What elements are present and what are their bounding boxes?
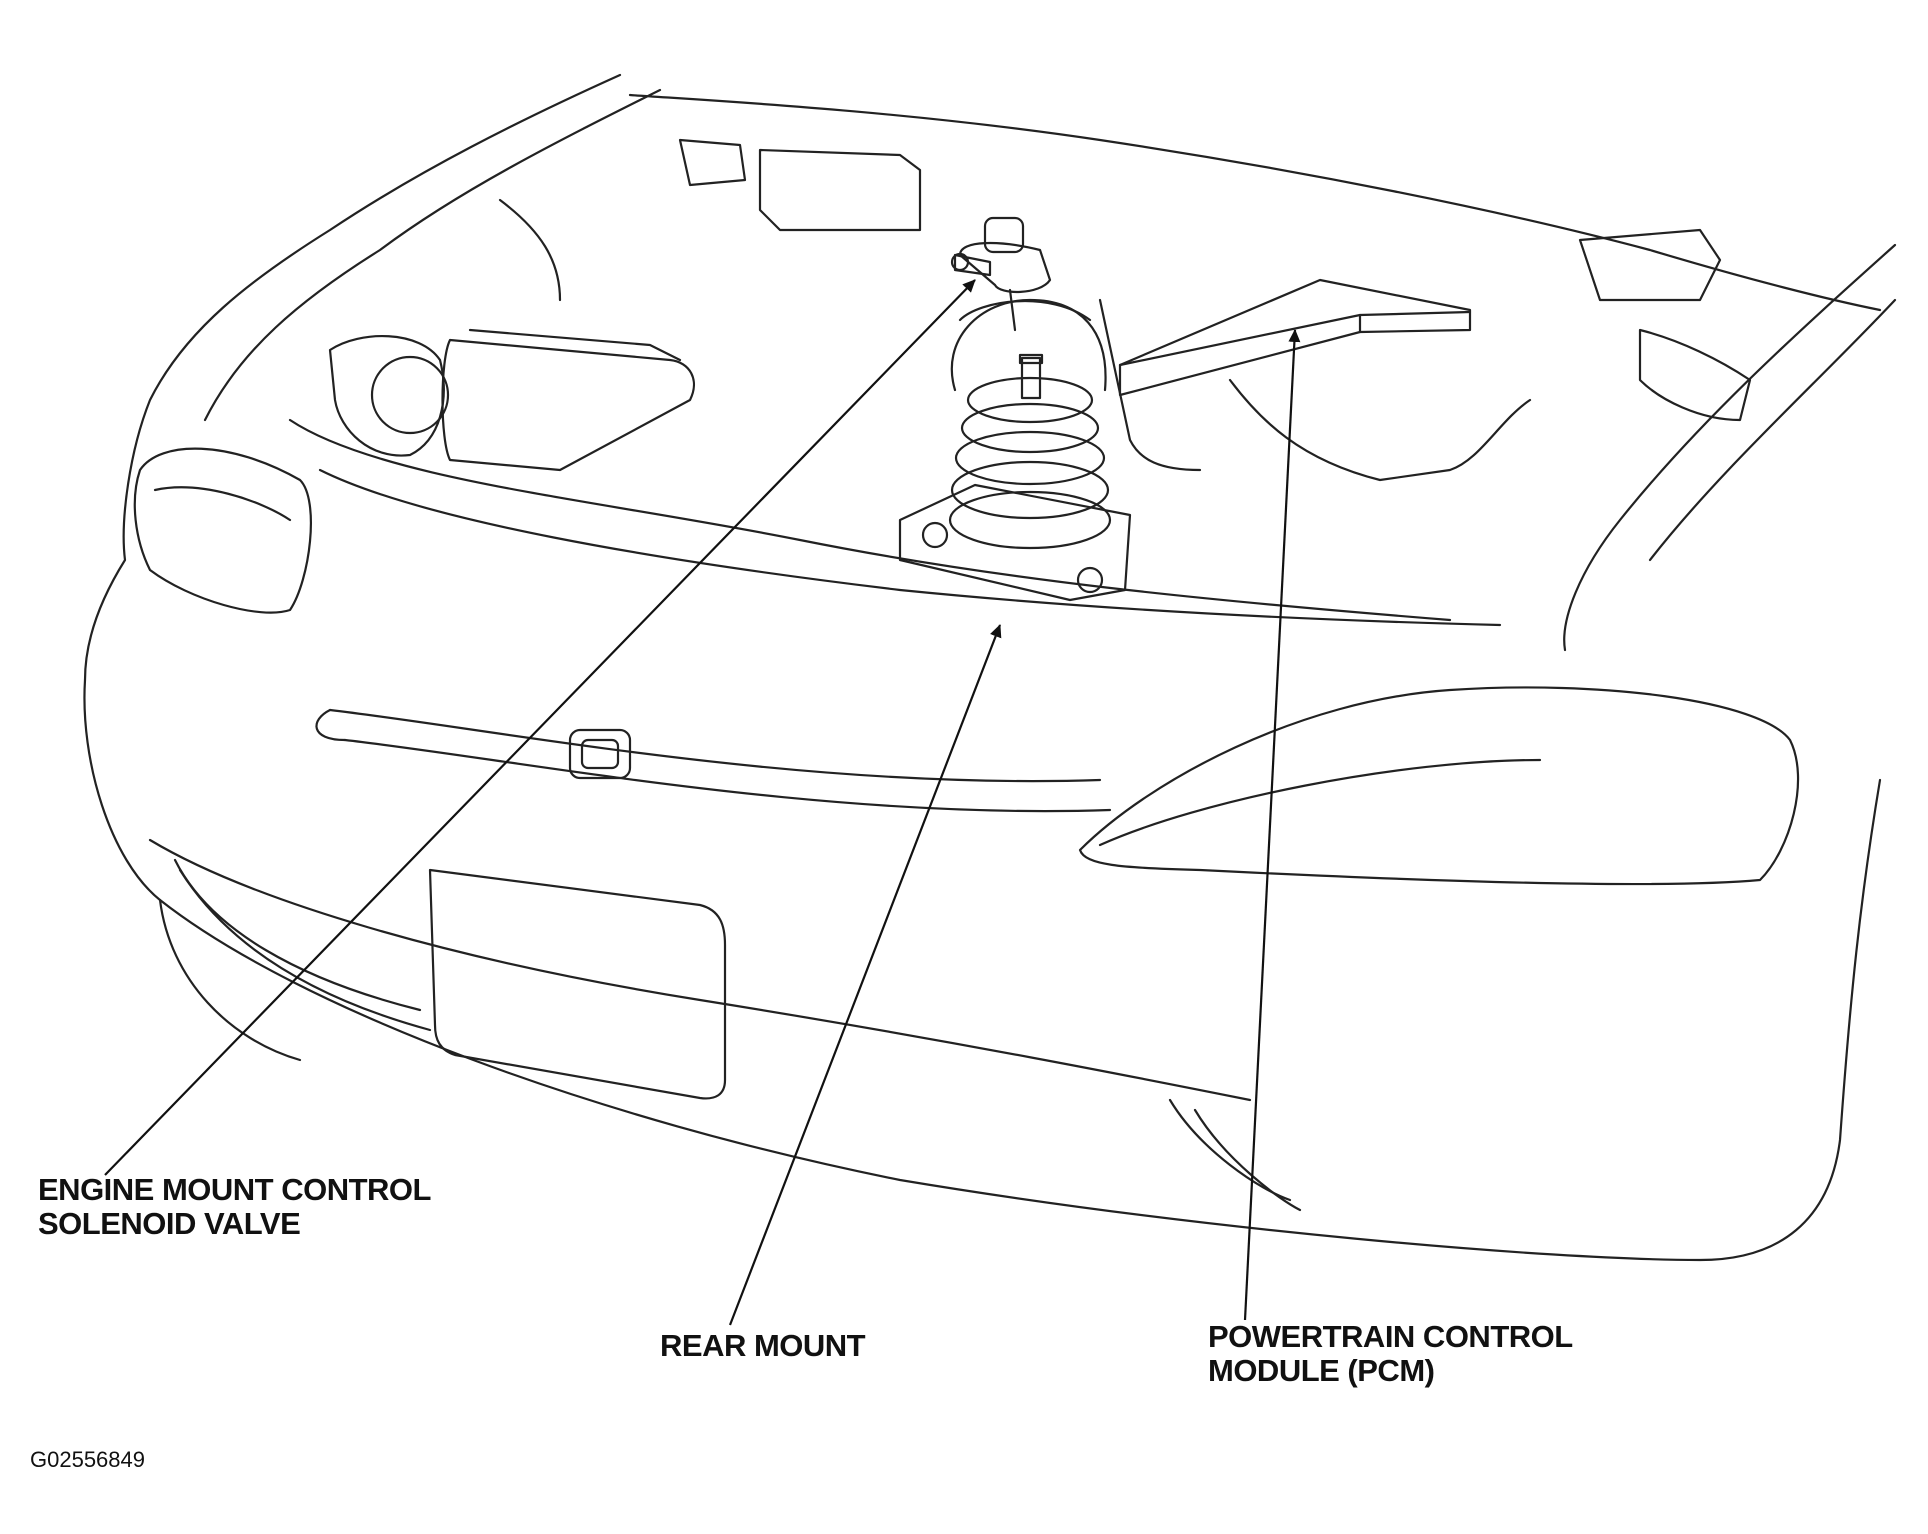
- solenoid-valve-label: ENGINE MOUNT CONTROL SOLENOID VALVE: [38, 1172, 432, 1241]
- engine-mount-control-solenoid-valve: [950, 216, 1052, 332]
- rear-mount-label: REAR MOUNT: [660, 1328, 866, 1363]
- car-body-outline: [83, 73, 1897, 1262]
- grille: [315, 708, 1112, 813]
- solenoid-leader-arrow: [104, 279, 976, 1176]
- left-headlight: [133, 447, 313, 614]
- pcm-leader-arrow: [1243, 329, 1301, 1321]
- powertrain-control-module-box: [1118, 278, 1472, 397]
- pcm-label-line2: MODULE (PCM): [1208, 1353, 1435, 1388]
- pcm-label: POWERTRAIN CONTROL MODULE (PCM): [1208, 1320, 1573, 1388]
- rear-mount-leader-arrow: [728, 624, 1002, 1326]
- solenoid-valve-label-line1: ENGINE MOUNT CONTROL: [38, 1172, 432, 1207]
- solenoid-valve-label-line2: SOLENOID VALVE: [38, 1206, 301, 1241]
- pcm-label-line1: POWERTRAIN CONTROL: [1208, 1319, 1573, 1354]
- rear-mount: [898, 298, 1132, 602]
- rear-mount-label-text: REAR MOUNT: [660, 1328, 866, 1363]
- figure-code: G02556849: [30, 1447, 145, 1472]
- engine-bay-components: [288, 138, 1752, 627]
- right-headlight: [1078, 686, 1800, 886]
- license-plate-recess: [428, 868, 727, 1100]
